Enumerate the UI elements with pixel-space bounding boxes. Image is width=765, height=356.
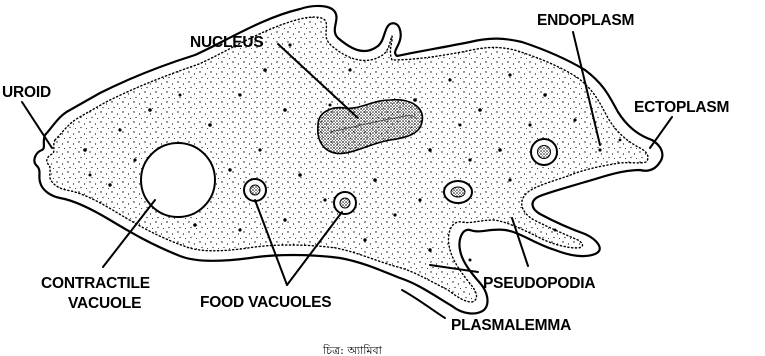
label-plasmalemma: PLASMALEMMA — [451, 317, 571, 334]
ectoplasm-leader — [650, 117, 672, 148]
label-pseudopodia: PSEUDOPODIA — [483, 275, 595, 292]
figure-caption: চিত্র: অ্যামিবা — [322, 344, 383, 356]
food-vacuole-2 — [334, 192, 356, 214]
food-vacuole-4 — [531, 139, 557, 165]
label-endoplasm: ENDOPLASM — [537, 12, 634, 29]
label-contractile-vacuole-line2: VACUOLE — [68, 295, 141, 312]
label-contractile-vacuole-line1: CONTRACTILE — [41, 275, 150, 292]
food-vacuole-1 — [244, 179, 266, 201]
food-vacuole-3 — [444, 181, 472, 203]
label-nucleus: NUCLEUS — [190, 34, 264, 51]
label-uroid: UROID — [2, 84, 51, 101]
label-ectoplasm: ECTOPLASM — [634, 99, 729, 116]
uroid-leader — [22, 102, 52, 148]
label-food-vacuoles: FOOD VACUOLES — [200, 294, 331, 311]
contractile-vacuole — [141, 143, 215, 217]
